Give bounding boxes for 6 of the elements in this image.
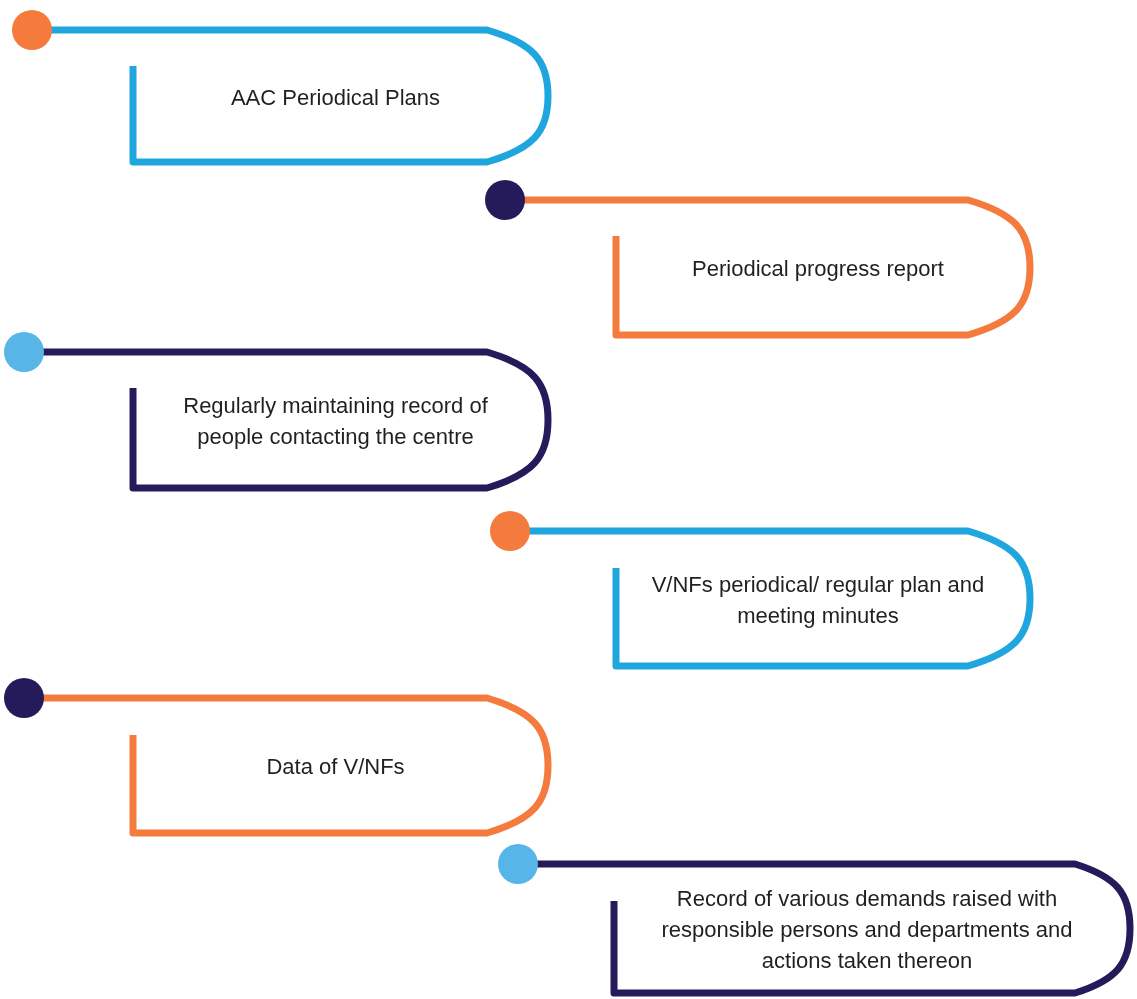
node-label: Periodical progress report (692, 255, 944, 283)
node-label: Regularly maintaining record of people contacting the centre (182, 392, 489, 451)
node-label: AAC Periodical Plans (230, 83, 441, 112)
node-label: Record of various demands raised with responsible persons and departments and actions taken thereon (660, 885, 1074, 975)
node-label: Data of V/NFs (266, 753, 405, 781)
node-label: V/NFs periodical/ regular plan and meeting minutes (650, 570, 986, 630)
